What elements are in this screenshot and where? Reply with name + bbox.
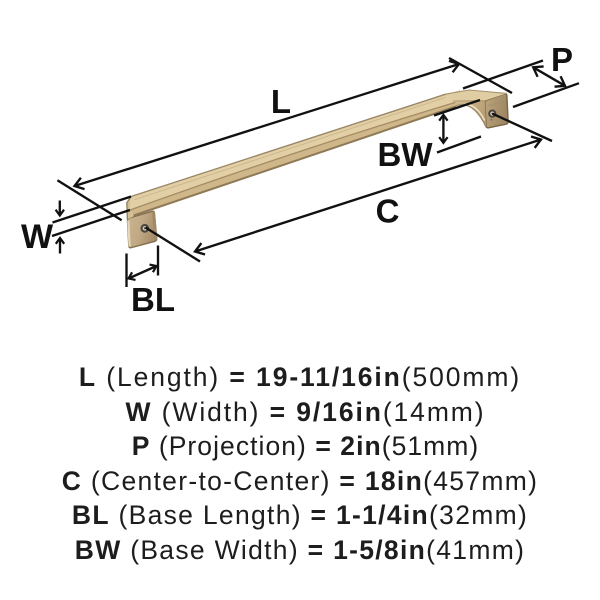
svg-text:P: P: [551, 41, 573, 78]
svg-text:L: L: [271, 83, 291, 120]
svg-text:BW: BW: [378, 136, 434, 173]
svg-text:AMEROCK: AMEROCK: [488, 100, 505, 108]
svg-text:C: C: [376, 193, 400, 230]
svg-text:BL: BL: [131, 281, 175, 318]
svg-text:W: W: [21, 218, 54, 256]
